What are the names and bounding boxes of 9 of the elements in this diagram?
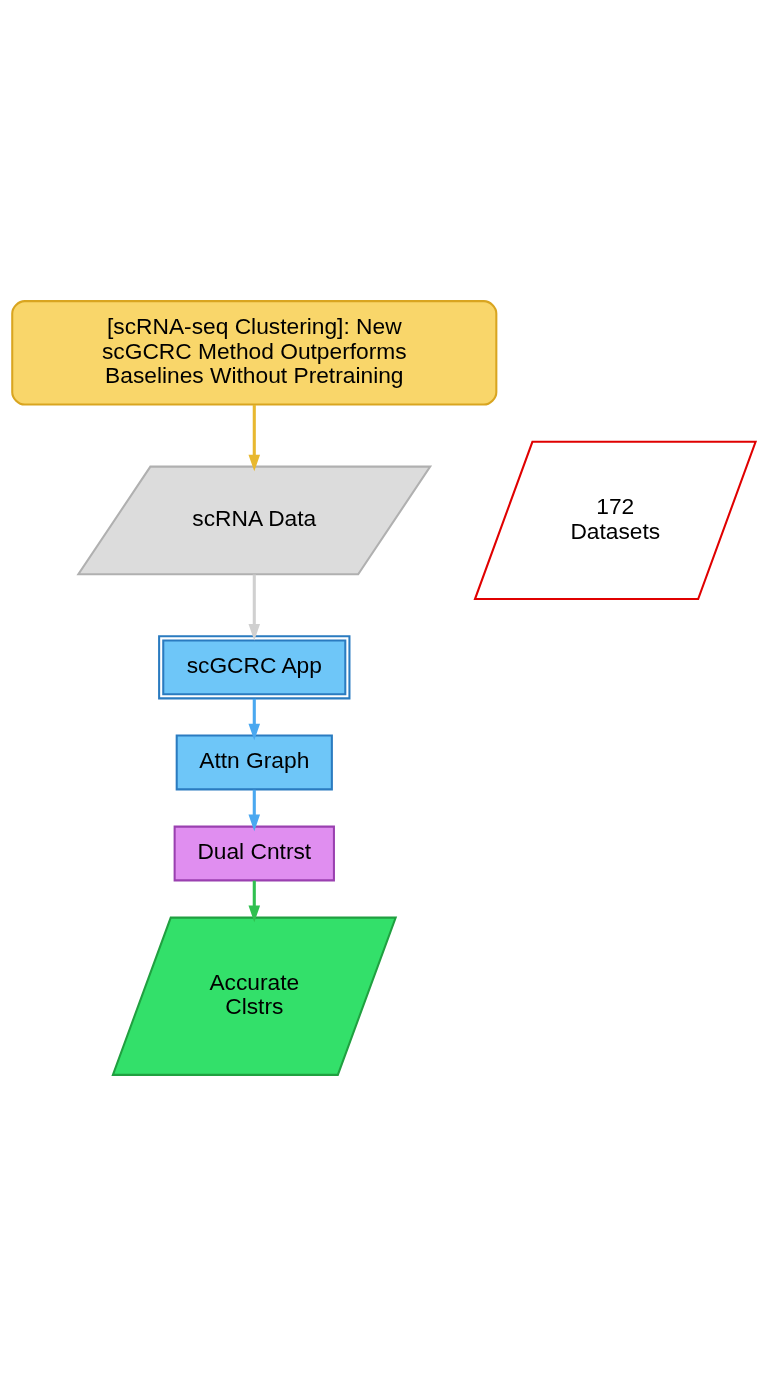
node-box: [scRNA-seq Clustering]: New scGCRC Method Outperforms Baselines Without Pretraining: [11, 300, 498, 406]
arrow: [248, 698, 261, 741]
arrow: [248, 789, 261, 832]
node-box: scGCRC App: [158, 635, 351, 700]
arrow: [248, 404, 261, 472]
node-box: Dual Cntrst: [173, 825, 335, 882]
arrow: [248, 574, 261, 641]
arrow: [248, 880, 261, 923]
node-box: Attn Graph: [175, 734, 333, 791]
